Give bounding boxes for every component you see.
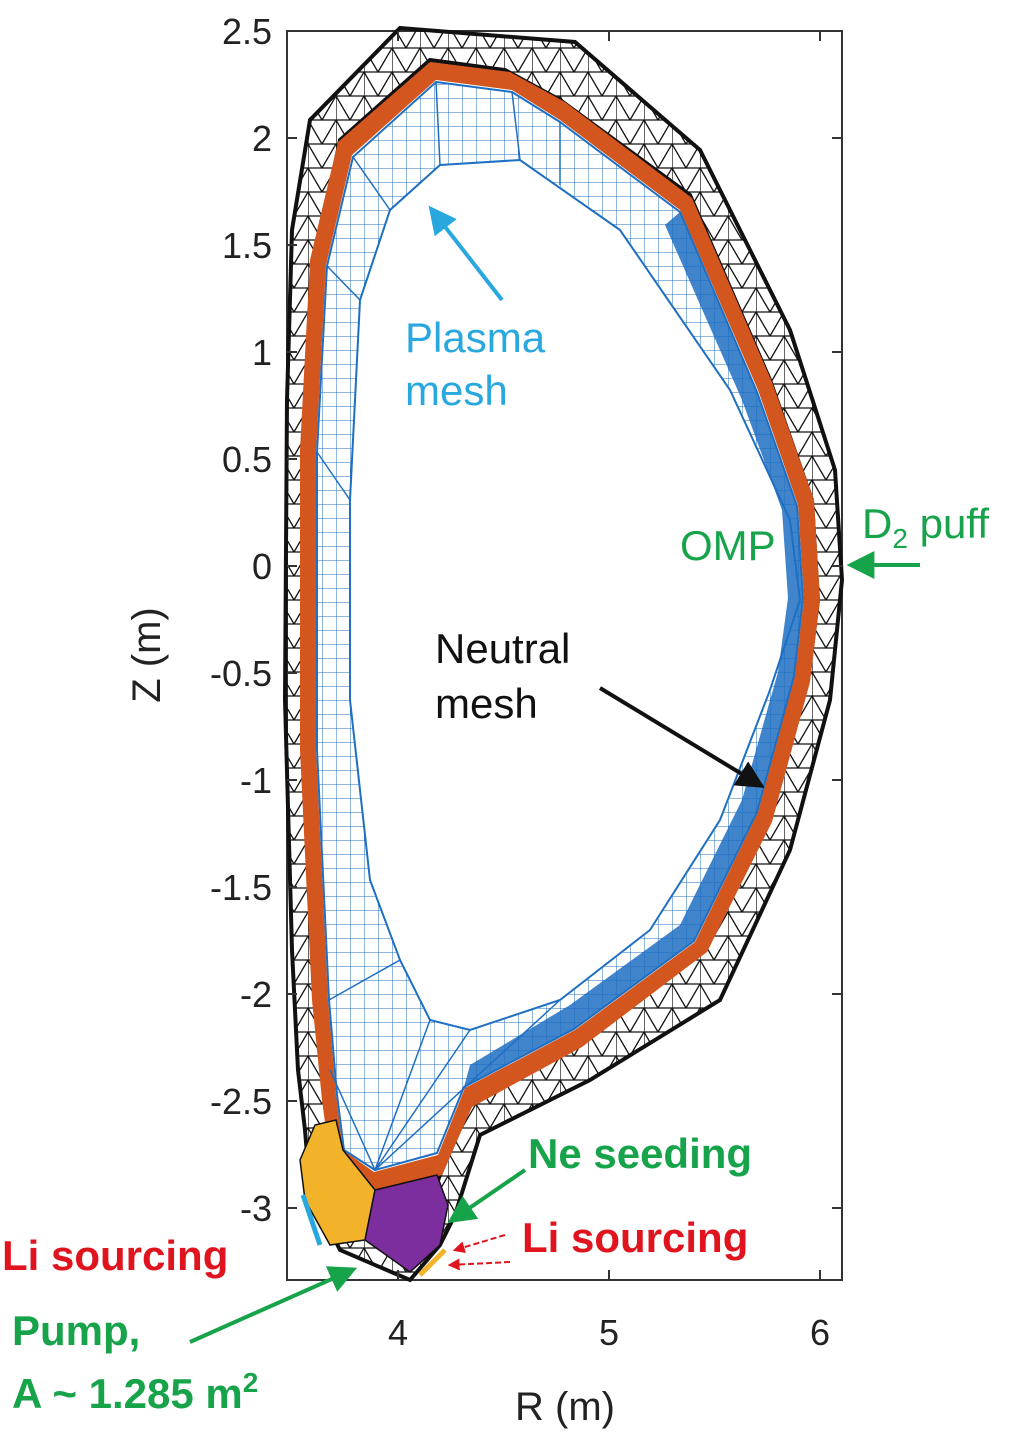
y-tick-label: -2 [240, 974, 272, 1015]
x-tick-label: 5 [599, 1312, 619, 1353]
y-axis-tick-labels: 2.5 2 1.5 1 0.5 0 -0.5 -1 -1.5 -2 -2.5 -… [210, 11, 272, 1229]
ne-seeding-label: Ne seeding [528, 1130, 752, 1177]
y-tick-label: 0.5 [222, 439, 272, 480]
x-tick-label: 6 [810, 1312, 830, 1353]
y-axis-ticks [287, 30, 842, 1209]
li-sourcing-left-label: Li sourcing [2, 1232, 228, 1279]
divertor-right-region [364, 1174, 449, 1273]
x-tick-label: 4 [388, 1312, 408, 1353]
y-tick-label: -3 [240, 1188, 272, 1229]
plasma-mesh-label-line1: Plasma [405, 314, 546, 361]
li-sourcing-right-arrows [447, 1234, 511, 1271]
divertor-target-strips [300, 1194, 447, 1277]
plasma-mesh-outboard-edge [464, 212, 803, 1087]
pump-label-line2: A ~ 1.285 m2 [12, 1367, 258, 1417]
d2-puff-label: D2 puff [862, 500, 989, 554]
y-tick-label: 1 [252, 332, 272, 373]
y-tick-label: 2 [252, 118, 272, 159]
y-tick-label: -1 [240, 760, 272, 801]
plasma-mesh-arrow [428, 205, 504, 302]
omp-label: OMP [680, 522, 776, 569]
y-tick-label: 2.5 [222, 11, 272, 52]
neutral-mesh-label-line1: Neutral [435, 625, 570, 672]
x-axis-ticks [397, 31, 821, 1280]
x-axis-title: R (m) [515, 1385, 615, 1429]
y-tick-label: -0.5 [210, 653, 272, 694]
neutral-mesh-label-line2: mesh [435, 680, 538, 727]
ne-seeding-arrow [447, 1168, 527, 1224]
y-tick-label: 0 [252, 546, 272, 587]
plasma-mesh-label-line2: mesh [405, 367, 508, 414]
y-tick-label: 1.5 [222, 225, 272, 266]
y-tick-label: -2.5 [210, 1081, 272, 1122]
pump-arrow [189, 1266, 358, 1344]
li-sourcing-right-label: Li sourcing [522, 1214, 748, 1261]
y-axis-title: Z (m) [125, 607, 169, 703]
y-tick-label: -1.5 [210, 867, 272, 908]
neutral-mesh-arrow [598, 686, 765, 788]
pump-label-line1: Pump, [12, 1307, 140, 1354]
x-axis-tick-labels: 4 5 6 [388, 1312, 830, 1353]
plasma-mesh-radials [316, 81, 561, 1171]
